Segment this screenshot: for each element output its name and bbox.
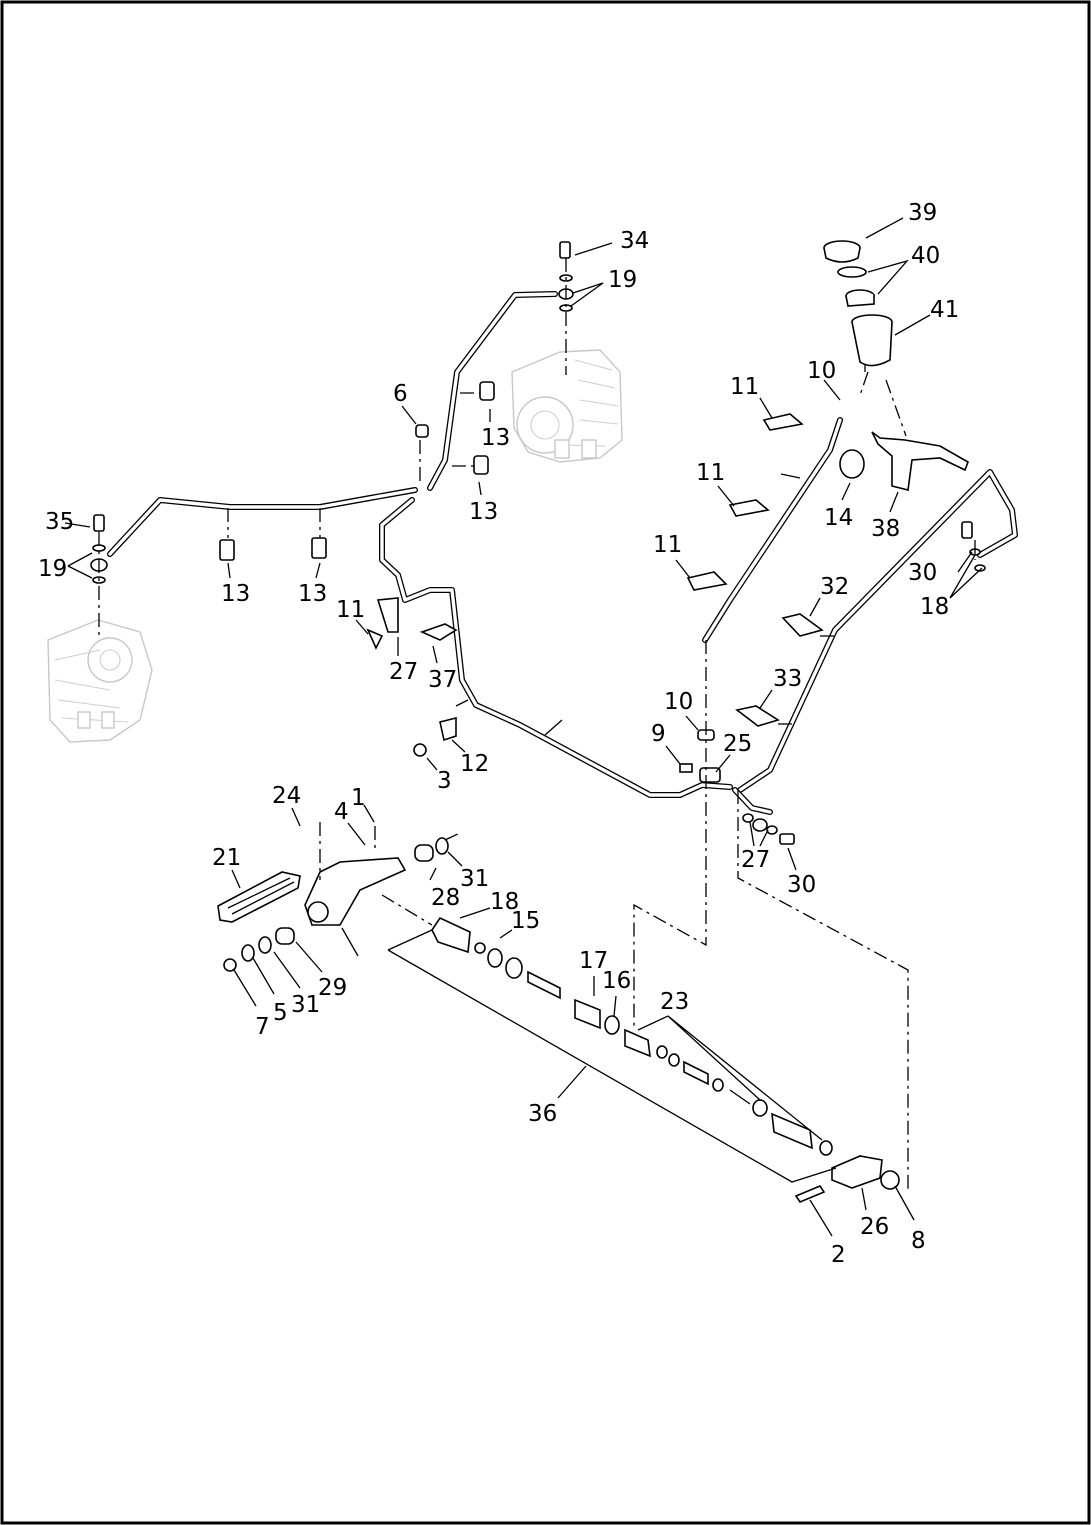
- clip-31-a: [781, 613, 824, 637]
- callout-13-c: 13: [221, 581, 250, 607]
- callout-32-rear: 34: [620, 228, 649, 254]
- center-lines: [98, 258, 976, 1190]
- callout-25: 27: [741, 847, 770, 873]
- rear-caliper-ghost: [511, 349, 623, 463]
- reservoir-hose: [702, 417, 843, 643]
- fitting-28-18: [961, 521, 986, 572]
- callout-31-a: 32: [820, 574, 849, 600]
- callout-27-bottom: 29: [318, 975, 347, 1001]
- callout-13-d: 13: [298, 581, 327, 607]
- callout-36: 40: [911, 243, 940, 269]
- callout-30-bottom: 31: [291, 992, 320, 1018]
- callout-8: 8: [911, 1228, 926, 1254]
- reservoir-diaphragm: [837, 266, 875, 307]
- front-brake-line: [107, 291, 558, 557]
- callout-6: 6: [393, 381, 408, 407]
- callout-18-mid: 18: [490, 889, 519, 915]
- callout-11-a: 11: [730, 374, 759, 400]
- rear-brake-line: [732, 469, 1018, 815]
- clip-13-b: [473, 455, 489, 475]
- master-cylinder-housing: [794, 1155, 900, 1203]
- bleeder-32-rear: [559, 241, 571, 259]
- callout-35: 39: [908, 200, 937, 226]
- callout-10-mid: 10: [664, 689, 693, 715]
- pedal-washers: [223, 837, 449, 972]
- callout-34: 38: [871, 516, 900, 542]
- callout-2: 2: [831, 1242, 846, 1268]
- callout-17: 17: [579, 948, 608, 974]
- callout-labels: 39 40 41 10 11 14 38 11 11 32 33 30 18 3…: [38, 200, 959, 1268]
- callout-30-top: 31: [460, 866, 489, 892]
- crossover-brake-line: [379, 497, 733, 798]
- callout-13-b: 13: [469, 499, 498, 525]
- reservoir-cap: [823, 240, 861, 263]
- callout-11-c: 11: [653, 532, 682, 558]
- callout-24: 26: [860, 1214, 889, 1240]
- clamp-11-d: [366, 628, 384, 650]
- callout-21: 23: [660, 989, 689, 1015]
- callout-37: 41: [930, 297, 959, 323]
- callout-7: 7: [255, 1014, 270, 1040]
- master-cylinder-boot: [431, 916, 471, 954]
- screw-3: [413, 743, 427, 757]
- clip-13-c: [219, 539, 235, 561]
- callout-20: 21: [212, 845, 241, 871]
- callout-14: 14: [824, 505, 853, 531]
- master-cylinder-internals: [474, 942, 833, 1156]
- bleeder-32-front: [93, 514, 105, 532]
- clamp-11-c: [686, 571, 728, 591]
- callout-29: 30: [787, 872, 816, 898]
- callout-18-right: 18: [920, 594, 949, 620]
- callout-23: 25: [723, 731, 752, 757]
- hardware-9-10-23: [679, 729, 721, 783]
- callout-1: 1: [351, 785, 366, 811]
- clamp-12: [439, 716, 457, 742]
- bracket-26: [376, 597, 399, 633]
- bracket-33: [419, 623, 458, 641]
- callout-15: 15: [511, 908, 540, 934]
- callout-26: 27: [389, 659, 418, 685]
- callout-11-b: 11: [696, 460, 725, 486]
- callout-13-a: 13: [481, 425, 510, 451]
- callout-27-top: 28: [431, 885, 460, 911]
- clip-13-a: [479, 381, 495, 401]
- callout-3: 3: [437, 768, 452, 794]
- callout-16: 16: [602, 968, 631, 994]
- brake-pedal-arm: [304, 857, 407, 926]
- callout-5: 5: [273, 1000, 288, 1026]
- reservoir-body: [851, 314, 893, 372]
- reservoir-bracket: [839, 431, 969, 491]
- callout-9: 9: [651, 721, 666, 747]
- callout-33: 37: [428, 667, 457, 693]
- callout-4: 4: [334, 799, 349, 825]
- nut-6: [415, 424, 429, 438]
- callout-11-d: 11: [336, 597, 365, 623]
- brake-pedal-pad: [217, 871, 301, 923]
- fitting-25-29: [742, 813, 795, 845]
- callout-22: 24: [272, 783, 301, 809]
- callout-28: 30: [908, 560, 937, 586]
- front-caliper-ghost: [47, 619, 153, 743]
- clamp-11-b: [728, 499, 770, 517]
- callout-10-top: 10: [807, 358, 836, 384]
- callout-19-rear: 19: [608, 267, 637, 293]
- clamp-11-a: [762, 413, 804, 431]
- leader-lines: [64, 217, 983, 1237]
- callout-39: 36: [528, 1101, 557, 1127]
- callout-32-front: 35: [45, 509, 74, 535]
- bracket-39: [387, 929, 837, 1183]
- clip-31-b: [735, 705, 780, 727]
- clip-13-d: [311, 537, 327, 559]
- callout-31-b: 33: [773, 666, 802, 692]
- callout-19-front: 19: [38, 556, 67, 582]
- callout-12: 12: [460, 751, 489, 777]
